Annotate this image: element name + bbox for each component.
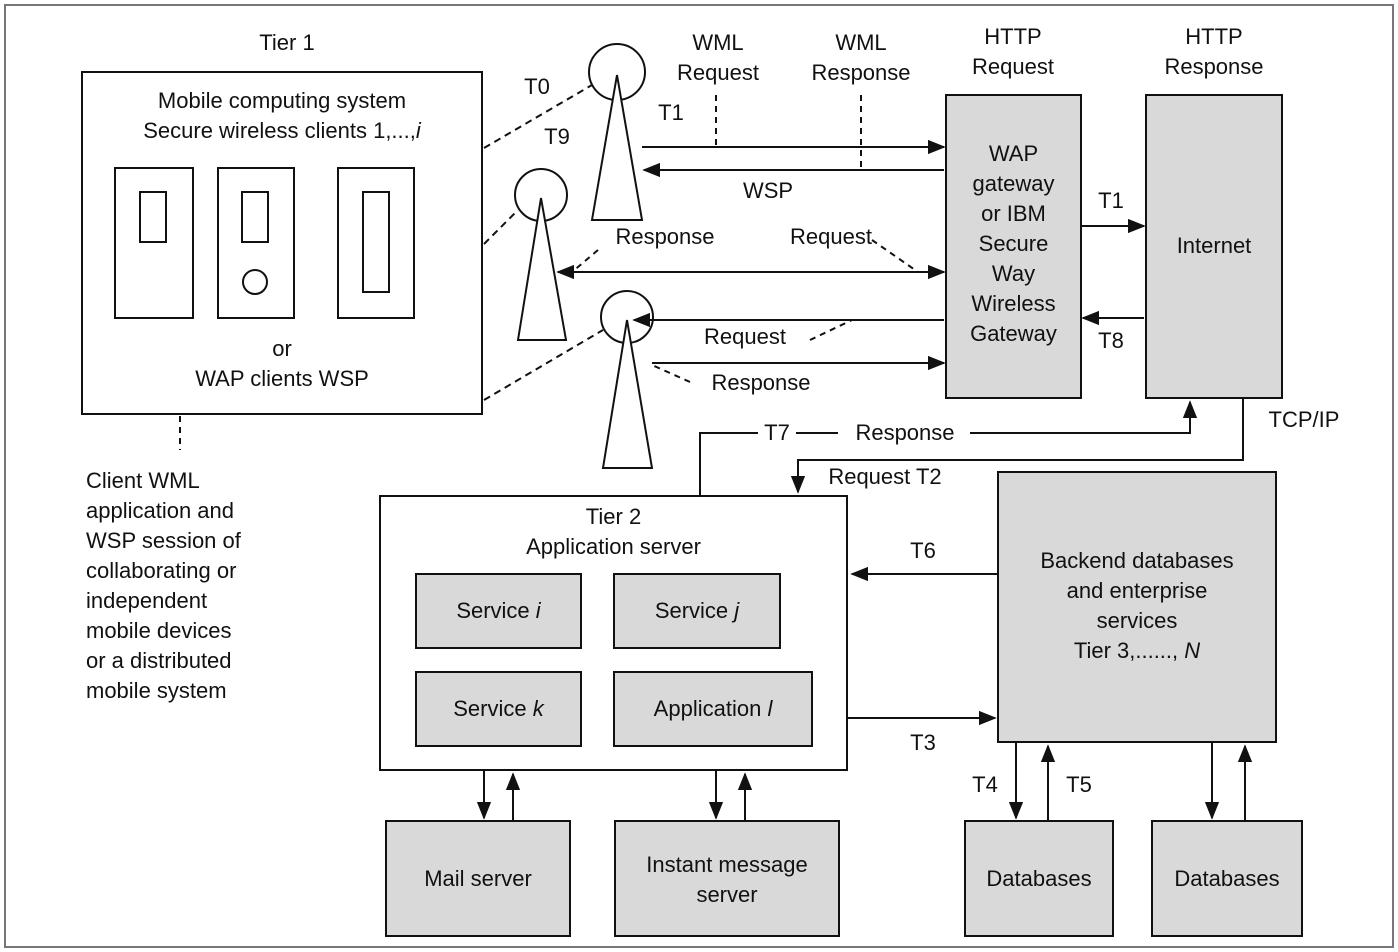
t1-wireless-label: T1 — [658, 100, 684, 125]
service-i-label: Service i — [456, 598, 541, 623]
im-server-label: Instant message server — [646, 852, 808, 907]
backend-label: Backend databases and enterprise service… — [1040, 548, 1234, 663]
antenna-2 — [514, 168, 568, 341]
figure-frame — [4, 4, 1394, 948]
tcpip-label: TCP/IP — [1268, 407, 1340, 432]
gateway-label: WAP gateway or IBM Secure Way Wireless G… — [970, 141, 1057, 346]
http-response-label: HTTP Response — [1164, 24, 1264, 79]
mail-server-box — [385, 820, 571, 937]
t4-label: T4 — [972, 772, 998, 797]
tier1-or: or — [272, 336, 292, 361]
response-label-2: Response — [711, 370, 811, 395]
response-label-1: Response — [615, 224, 715, 249]
t6-label: T6 — [910, 538, 936, 563]
wsp-label: WSP — [742, 178, 794, 203]
service-j-box — [613, 573, 781, 649]
mail-server-label: Mail server — [424, 866, 532, 891]
internet-label: Internet — [1176, 233, 1252, 258]
client-note: Client WML application and WSP session o… — [86, 468, 241, 703]
im-server-box — [614, 820, 840, 937]
t1-internet-label: T1 — [1098, 188, 1124, 213]
request-label-2: Request — [704, 324, 786, 349]
device-phone-2 — [217, 167, 295, 319]
databases-1-label: Databases — [986, 866, 1092, 891]
service-j-label: Service j — [654, 598, 740, 623]
backend-box — [997, 471, 1277, 743]
databases-2-box — [1151, 820, 1303, 937]
service-k-label: Service k — [453, 696, 544, 721]
service-k-box — [415, 671, 582, 747]
tier2-title: Tier 2 — [585, 504, 642, 529]
antenna-3 — [600, 290, 654, 469]
t7-label: T7 — [764, 420, 790, 445]
tier1-line1: Mobile computing system — [157, 88, 407, 113]
tier1-title: Tier 1 — [259, 30, 315, 55]
t5-label: T5 — [1066, 772, 1092, 797]
databases-1-box — [964, 820, 1114, 937]
internet-box — [1145, 94, 1283, 399]
device-pda — [337, 167, 415, 319]
tier2-subtitle: Application server — [526, 534, 701, 559]
application-l-label: Application l — [653, 696, 773, 721]
service-i-box — [415, 573, 582, 649]
antenna-1 — [588, 43, 646, 221]
wml-response-label: WML Response — [811, 30, 911, 85]
request-t2-label: Request T2 — [828, 464, 942, 489]
request-label-1: Request — [790, 224, 872, 249]
t0-label: T0 — [524, 74, 550, 99]
response-t7-label: Response — [855, 420, 955, 445]
t3-label: T3 — [910, 730, 936, 755]
tier1-wap-clients: WAP clients WSP — [195, 366, 369, 391]
http-request-label: HTTP Request — [972, 24, 1054, 79]
wap-gateway-box — [945, 94, 1082, 399]
device-phone-1 — [114, 167, 194, 319]
wml-request-label: WML Request — [677, 30, 759, 85]
databases-2-label: Databases — [1174, 866, 1280, 891]
application-l-box — [613, 671, 813, 747]
tier1-line2: Secure wireless clients 1,...,i — [143, 118, 421, 143]
t9-label: T9 — [544, 124, 570, 149]
t8-label: T8 — [1098, 328, 1124, 353]
